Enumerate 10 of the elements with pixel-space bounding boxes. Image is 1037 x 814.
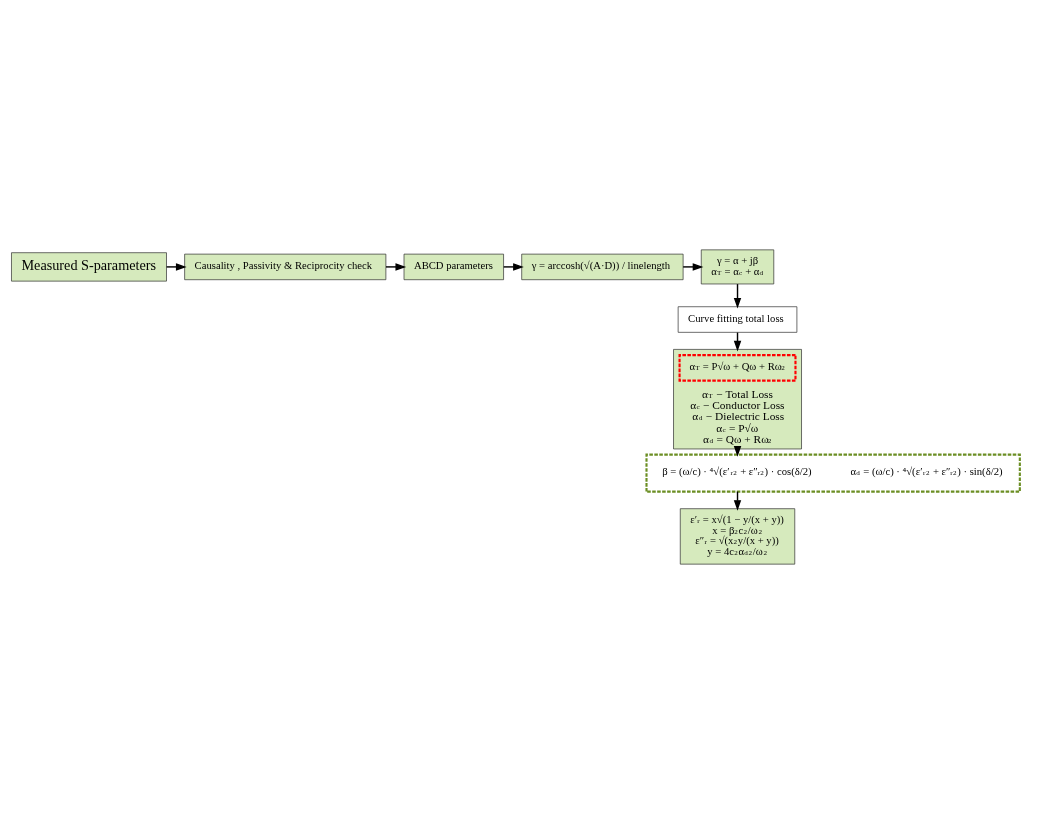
arrow	[165, 263, 187, 271]
arrow	[682, 263, 704, 271]
node-box: Causality , Passivity & Reciprocity check	[184, 253, 387, 281]
node-box: Measured S-parameters	[11, 252, 167, 282]
node-box: Curve fitting total loss	[677, 306, 798, 333]
node-box: γ = arccosh(√(A·D)) / linelength	[521, 253, 684, 281]
arrow	[385, 263, 407, 271]
arrow	[503, 263, 524, 271]
node-box: ABCD parameters	[403, 253, 504, 281]
cluster	[645, 453, 1021, 493]
